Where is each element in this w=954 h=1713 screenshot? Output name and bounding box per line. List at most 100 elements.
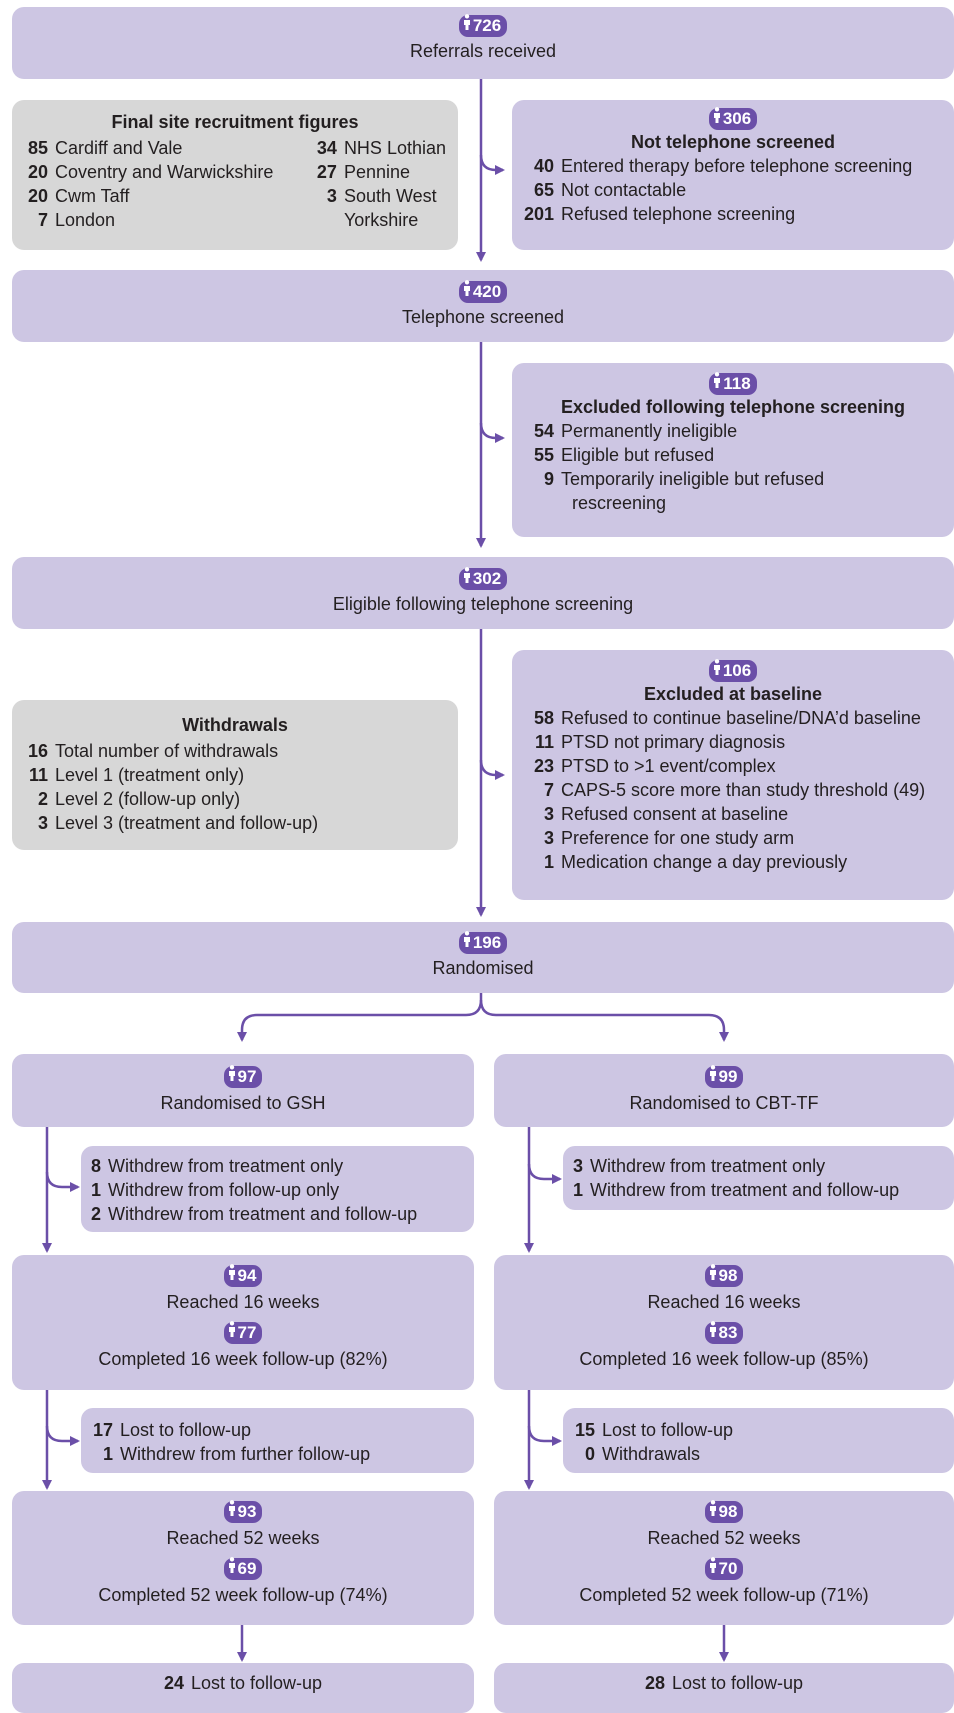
arrow-cbt-withdrew [527,1163,562,1184]
count-badge: 98 [704,1499,744,1523]
person-icon [709,1556,717,1579]
arrow-to-gsh [237,993,483,1042]
count-badge: 118 [709,371,757,395]
count-badge: 94 [223,1263,263,1287]
referrals-box: 726 Referrals received [12,7,954,79]
telephone-screened-box: 420 Telephone screened [12,270,954,342]
count-badge: 83 [704,1320,744,1344]
count-badge: 77 [223,1320,263,1344]
arrow-gsh-lost16 [45,1425,80,1446]
person-icon [228,1263,236,1286]
cbt-reached-52-label: Reached 52 weeks [647,1528,801,1548]
excluded-baseline-title: Excluded at baseline [643,684,823,704]
cbt-completed-52-label: Completed 52 week follow-up (71%) [579,1585,869,1605]
count-badge: 69 [223,1556,263,1580]
count-badge: 420 [458,279,508,303]
telephone-screened-label: Telephone screened [401,307,565,327]
person-icon [713,106,721,129]
person-icon [228,1320,236,1343]
site-row: Yorkshire [343,210,419,230]
randomised-box: 196 Randomised [12,922,954,993]
arrow-to-excluded-baseline [479,759,505,780]
person-icon [709,1263,717,1286]
person-icon [463,930,471,953]
person-icon [713,658,721,681]
gsh-reached-16-label: Reached 16 weeks [166,1292,320,1312]
person-icon [463,279,471,302]
gsh-randomised-label: Randomised to GSH [160,1093,326,1113]
arrow-gsh-withdrew [45,1171,80,1192]
count-badge: 93 [223,1499,263,1523]
arrow-to-excluded-phone [479,422,505,443]
count-badge: 726 [458,13,508,37]
count-badge: 70 [704,1556,744,1580]
withdrawals-title: Withdrawals [182,715,288,735]
arrow-cbt-lost16 [527,1425,562,1446]
excluded-phone-box: 118 Excluded following telephone screeni… [512,363,954,537]
count-badge: 97 [223,1064,263,1088]
gsh-randomised-box: 97 Randomised to GSH [12,1054,474,1127]
person-icon [713,371,721,394]
count-badge: 302 [458,566,508,590]
eligible-box: 302 Eligible following telephone screeni… [12,557,954,629]
person-icon [709,1064,717,1087]
gsh-completed-52-label: Completed 52 week follow-up (74%) [98,1585,388,1605]
count-badge: 99 [704,1064,744,1088]
not-screened-title: Not telephone screened [630,132,836,152]
cbt-52-weeks-box: 98 Reached 52 weeks 70 Completed 52 week… [494,1491,954,1625]
gsh-reached-52-label: Reached 52 weeks [166,1528,320,1548]
person-icon [228,1499,236,1522]
cbt-randomised-box: 99 Randomised to CBT-TF [494,1054,954,1127]
count-badge: 196 [458,930,508,954]
arrow-to-cbt [479,999,729,1042]
cbt-16-weeks-box: 98 Reached 16 weeks 83 Completed 16 week… [494,1255,954,1390]
person-icon [709,1499,717,1522]
cbt-reached-16-label: Reached 16 weeks [647,1292,801,1312]
gsh-52-weeks-box: 93 Reached 52 weeks 69 Completed 52 week… [12,1491,474,1625]
person-icon [463,13,471,36]
cbt-randomised-label: Randomised to CBT-TF [629,1093,819,1113]
count-badge: 106 [708,658,758,682]
person-icon [463,566,471,589]
